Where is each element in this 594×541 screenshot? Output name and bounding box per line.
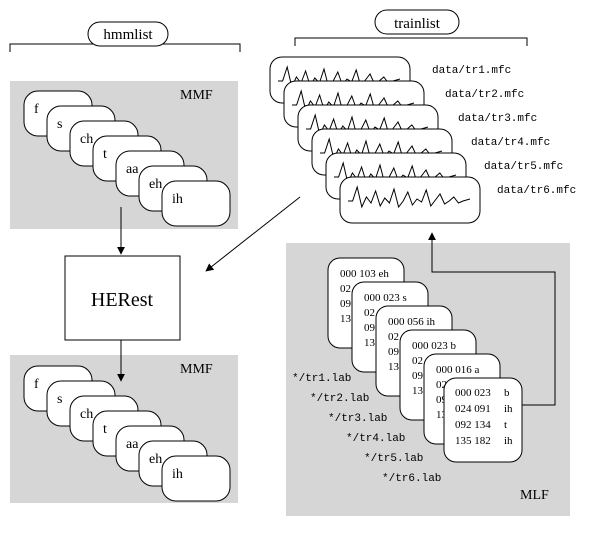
mlf-card-tr6: 000 023 b 024 091 ih 092 134 t 135 182 ih: [443, 377, 523, 463]
data-to-herest-arrow: [205, 196, 301, 272]
mmf-top-card-label: eh: [149, 177, 162, 192]
mmf-top-card-label: s: [57, 117, 62, 132]
trainlist-label: trainlist: [394, 16, 441, 32]
lab-file-name: */tr4.lab: [346, 433, 405, 445]
mmf-bottom-card-label: ih: [172, 467, 183, 482]
mlf-phone-label: ih: [504, 403, 513, 415]
mlf-card-line: 000 023 s: [364, 292, 407, 304]
mmf-top-card-label: f: [34, 102, 39, 117]
lab-file-name: */tr6.lab: [382, 473, 441, 485]
mlf-card-line: 09: [412, 370, 424, 382]
mlf-card-line: 000 103 eh: [340, 268, 389, 280]
mlf-card-line: 09: [340, 298, 352, 310]
data-file-name: data/tr6.mfc: [497, 185, 576, 197]
mmf-top-card-label: t: [103, 147, 107, 162]
mlf-card-line: 000 016 a: [436, 364, 480, 376]
mmf-bottom-card-ih: ih: [161, 455, 231, 502]
data-file-name: data/tr3.mfc: [458, 113, 537, 125]
data-file-stack: [269, 56, 481, 224]
lab-file-name: */tr3.lab: [328, 413, 387, 425]
mlf-label: MLF: [520, 488, 549, 503]
mlf-card-line: 09: [388, 346, 400, 358]
mlf-card-line: 13: [388, 361, 400, 373]
herest-label: HERest: [91, 289, 154, 311]
mlf-card-line: 13: [412, 385, 424, 397]
data-file-labels: data/tr1.mfc data/tr2.mfc data/tr3.mfc data…: [432, 65, 576, 197]
data-file-name: data/tr2.mfc: [445, 89, 524, 101]
hmmlist-bracket: hmmlist: [9, 21, 241, 52]
mlf-card-line: 09: [364, 322, 376, 334]
mlf-phone-label: t: [504, 419, 507, 431]
trainlist-bracket: trainlist: [294, 9, 528, 46]
data-file-name: data/tr1.mfc: [432, 65, 511, 77]
mlf-panel: 000 103 eh 02 09 13 000 023 s 02 09 13 000 056 i…: [286, 232, 570, 516]
mlf-time-range: 024 091: [455, 403, 491, 415]
mlf-card-line: 000 056 ih: [388, 316, 436, 328]
mmf-bottom-card-label: aa: [126, 437, 139, 452]
mlf-card-line: 02: [436, 379, 447, 391]
mlf-card-line: 09: [436, 394, 448, 406]
data-file-name: data/tr4.mfc: [471, 137, 550, 149]
mlf-time-range: 000 023: [455, 387, 491, 399]
mlf-to-data-arrow: [428, 232, 556, 406]
mlf-card-line: 02: [364, 307, 375, 319]
mmf-top-card-ih: ih: [161, 180, 231, 227]
mmf-top-card-label: ch: [80, 132, 93, 147]
herest-box: HERest: [64, 255, 181, 341]
mlf-time-range: 135 182: [455, 435, 491, 447]
data-file-card: [339, 176, 481, 224]
mmf-bottom-card-label: eh: [149, 452, 162, 467]
mmf-bottom-card-label: ch: [80, 407, 93, 422]
mlf-card-line: 000 023 b: [412, 340, 457, 352]
mmf-top-card-label: ih: [172, 192, 183, 207]
mmf-bottom-card-label: s: [57, 392, 62, 407]
mlf-card-line: 13: [436, 409, 448, 421]
mlf-card-line: 02: [388, 331, 399, 343]
mlf-time-range: 092 134: [455, 419, 491, 431]
lab-file-name: */tr5.lab: [364, 453, 423, 465]
mlf-card-line: 13: [364, 337, 376, 349]
mlf-phone-label: b: [504, 387, 510, 399]
mlf-phone-label: ih: [504, 435, 513, 447]
hmmlist-label: hmmlist: [103, 27, 153, 43]
mmf-bottom-card-label: f: [34, 377, 39, 392]
mlf-card-line: 02: [340, 283, 351, 295]
lab-file-name: */tr1.lab: [292, 373, 351, 385]
mlf-card-line: 02: [412, 355, 423, 367]
mmf-bottom-label: MMF: [180, 362, 213, 377]
data-file-name: data/tr5.mfc: [484, 161, 563, 173]
mmf-top-card-label: aa: [126, 162, 139, 177]
lab-file-name: */tr2.lab: [310, 393, 369, 405]
mmf-bottom-card-label: t: [103, 422, 107, 437]
mmf-top-label: MMF: [180, 88, 213, 103]
mlf-card-line: 13: [340, 313, 352, 325]
waveform: [348, 185, 471, 209]
